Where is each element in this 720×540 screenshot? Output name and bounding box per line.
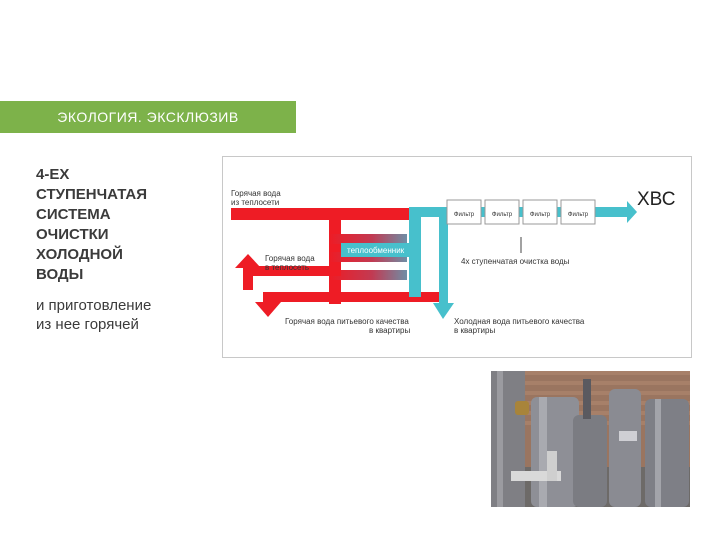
filter-box xyxy=(446,199,482,225)
headline-line: ОЧИСТКИ xyxy=(36,226,109,243)
hot-supply-arrow xyxy=(255,302,281,317)
cold-supply-label: Холодная вода питьевого качества xyxy=(454,317,585,326)
cold-source-arrow xyxy=(627,201,637,223)
source-label: ХВС xyxy=(637,189,675,210)
hot-return-stem xyxy=(243,266,253,290)
filter-label: Фильтр xyxy=(492,212,513,218)
hot-return-pipe xyxy=(243,266,341,276)
equipment-photo xyxy=(491,371,690,507)
subtitle: и приготовление из нее горячей xyxy=(36,296,216,334)
filter-box xyxy=(484,199,520,225)
filter-label: Фильтр xyxy=(568,212,589,218)
headline-line: ВОДЫ xyxy=(36,266,84,283)
hot-inlet-label: из теплосети xyxy=(231,198,279,207)
hot-return-label: Горячая вода xyxy=(265,254,315,263)
water-system-diagram: Фильтр Фильтр Фильтр Фильтр Горячая вода… xyxy=(222,156,692,358)
exchanger-label-bg xyxy=(341,243,421,257)
filter-box xyxy=(522,199,558,225)
cold-supply-arrow xyxy=(433,303,454,319)
equipment-photo-art xyxy=(491,371,690,507)
section-title: ЭКОЛОГИЯ. ЭКСКЛЮЗИВ xyxy=(57,109,239,125)
cold-main-pipe xyxy=(415,207,627,217)
filter-label: Фильтр xyxy=(530,212,551,218)
hot-inlet-label: Горячая вода xyxy=(231,189,281,198)
hot-inlet-pipe xyxy=(231,208,417,220)
headline-line: СИСТЕМА xyxy=(36,206,111,223)
hot-supply-label: Горячая вода питьевого качества xyxy=(285,317,409,326)
exchanger-bar xyxy=(329,234,407,244)
hot-supply-stem xyxy=(263,292,273,304)
hot-return-label: в теплосеть xyxy=(265,263,309,272)
headline: 4-ЕХ СТУПЕНЧАТАЯ СИСТЕМА ОЧИСТКИ ХОЛОДНО… xyxy=(36,165,206,285)
hot-supply-pipe xyxy=(263,292,441,302)
stages-label: 4х ступенчатая очистка воды xyxy=(461,257,570,266)
subtitle-line: и приготовление xyxy=(36,297,152,314)
cold-supply-pipe xyxy=(439,207,448,307)
exchanger-bar xyxy=(329,270,407,280)
hot-supply-label: в квартиры xyxy=(369,326,410,335)
filter-box xyxy=(560,199,596,225)
headline-line: ХОЛОДНОЙ xyxy=(36,246,123,263)
subtitle-line: из нее горячей xyxy=(36,316,139,333)
headline-line: СТУПЕНЧАТАЯ xyxy=(36,186,148,203)
cold-supply-label: в квартиры xyxy=(454,326,495,335)
section-banner xyxy=(0,101,296,133)
hot-return-arrow xyxy=(235,254,261,268)
exchanger-label: теплообменник xyxy=(347,246,405,255)
diagram-svg: Фильтр Фильтр Фильтр Фильтр Горячая вода… xyxy=(231,189,675,335)
filter-label: Фильтр xyxy=(454,212,475,218)
headline-line: 4-ЕХ xyxy=(36,166,70,183)
